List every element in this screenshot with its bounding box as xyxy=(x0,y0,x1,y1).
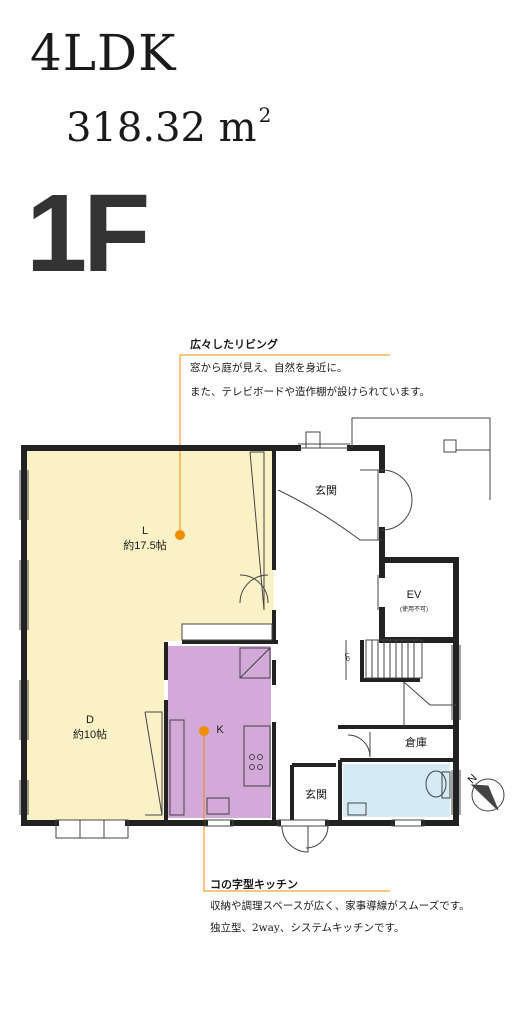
living-leader-line xyxy=(179,354,390,535)
entrance-upper-name: 玄関 xyxy=(315,485,337,497)
storage-name: 倉庫 xyxy=(405,737,427,749)
kitchen-fill xyxy=(168,646,271,818)
living-name: L xyxy=(141,525,149,537)
layout-type: 4LDK xyxy=(30,24,177,82)
kitchen-marker xyxy=(199,726,209,736)
bathroom-fill xyxy=(343,764,450,817)
kitchen-name: K xyxy=(216,724,224,736)
dining-size: 約10帖 xyxy=(72,729,108,741)
living-callout-title: 広々したリビング xyxy=(190,338,278,351)
kitchen-callout-title: コの字型キッチン xyxy=(210,878,298,891)
kitchen-leader-line xyxy=(203,731,390,892)
living-label: L 約17.5帖 xyxy=(110,524,180,554)
elevator-label: EV (使用不可) xyxy=(394,588,434,618)
living-marker xyxy=(175,530,185,540)
floor-area-value: 318.32 m xyxy=(66,105,257,151)
dining-label: D 約10帖 xyxy=(55,713,125,743)
living-size: 約17.5帖 xyxy=(123,540,167,552)
stairs-up-label: UP xyxy=(343,652,349,662)
entrance-lower-name: 玄関 xyxy=(305,789,327,801)
living-callout-line1: 窓から庭が見え、自然を身近に。 xyxy=(190,362,348,374)
floor-number: 1F xyxy=(26,172,150,295)
elevator-name: EV xyxy=(406,589,422,601)
kitchen-callout-line2: 独立型、2way、システムキッチンです。 xyxy=(210,922,405,934)
floor-area-unit: 2 xyxy=(258,103,272,127)
living-dining-fill xyxy=(27,451,274,820)
dining-name: D xyxy=(86,714,94,726)
elevator-note: (使用不可) xyxy=(400,607,428,613)
kitchen-callout-line1: 収納や調理スペースが広く、家事導線がスムーズです。 xyxy=(210,900,470,912)
living-callout-line2: また、テレビボードや造作棚が設けられています。 xyxy=(190,386,431,398)
